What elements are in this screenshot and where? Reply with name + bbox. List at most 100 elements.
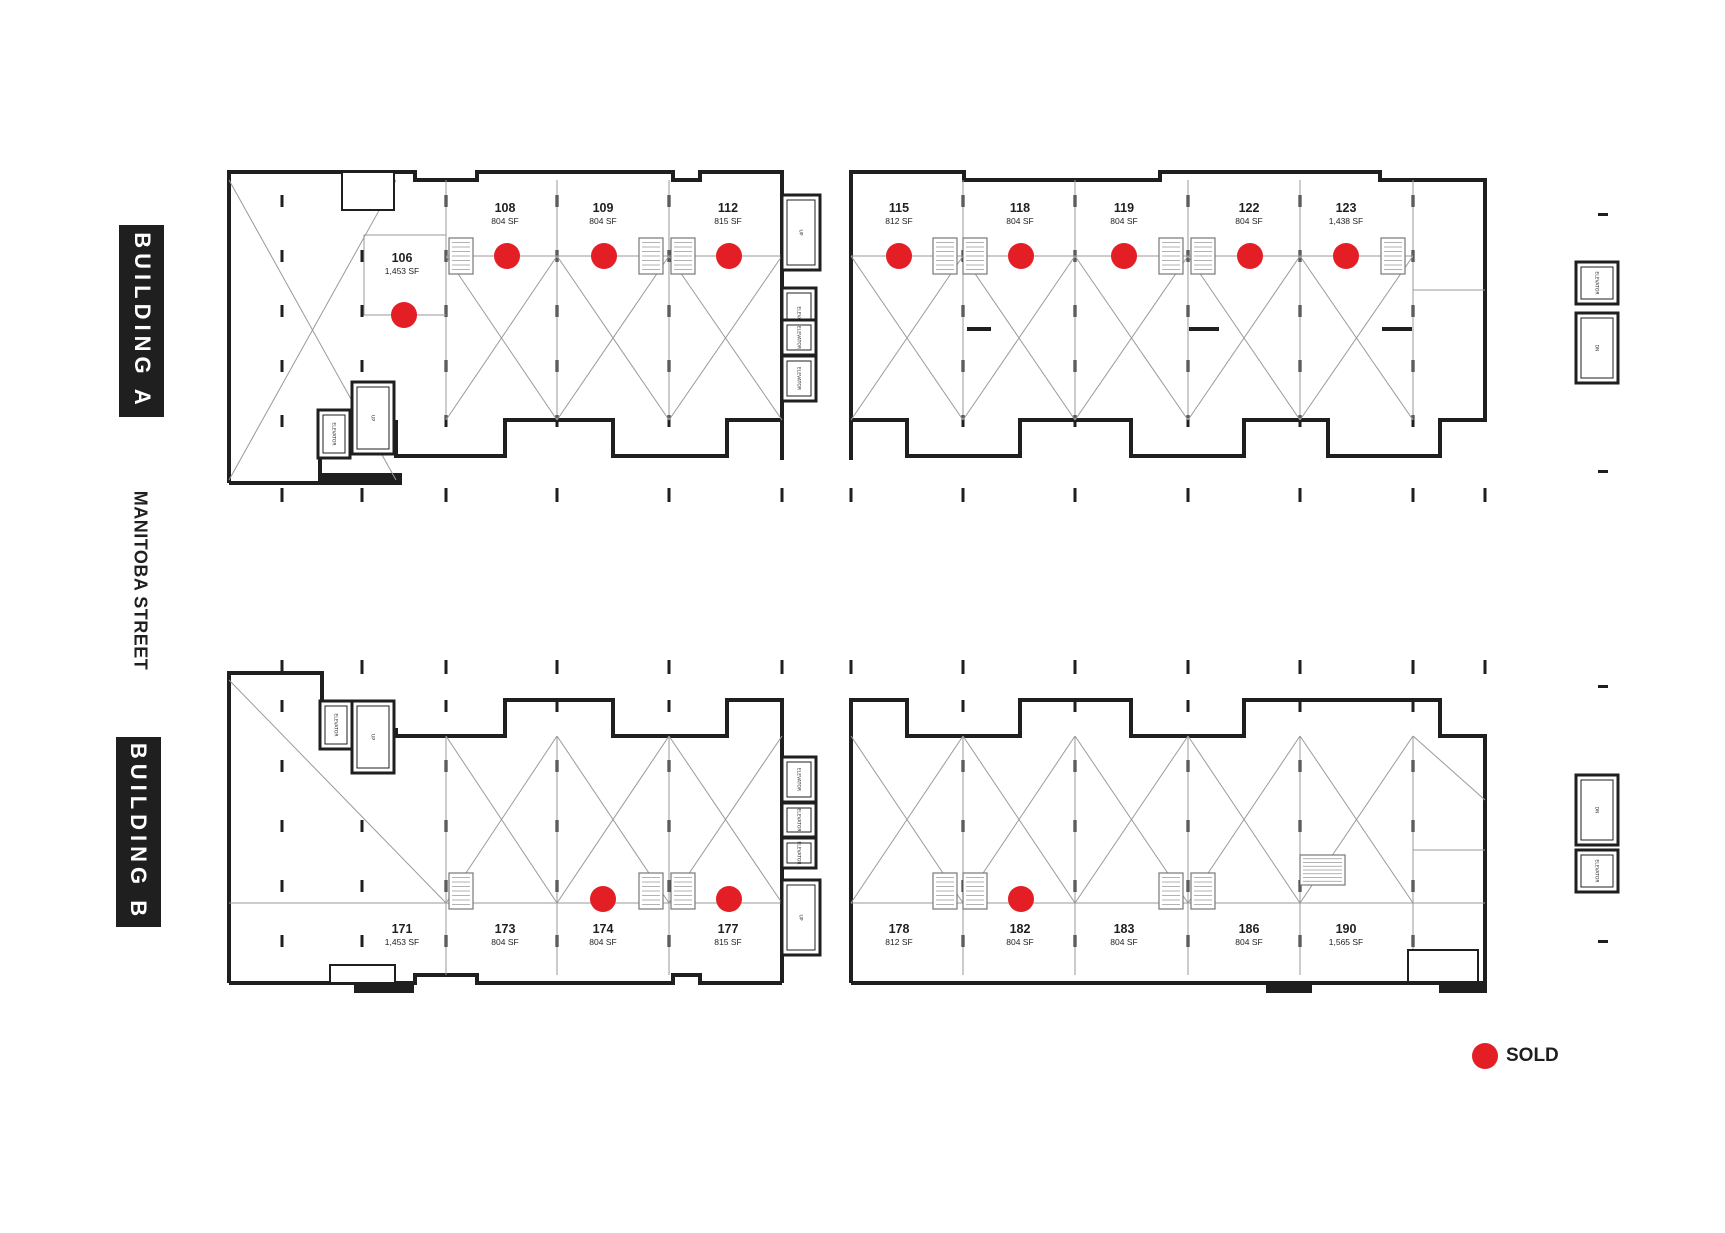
core-b-elev-1	[780, 755, 818, 804]
col-dash-a-9-4	[1186, 415, 1190, 427]
unit-number-106: 106	[392, 251, 413, 265]
diag-b-end-1	[228, 679, 447, 904]
elevator-stair-cores: UPELEVATORELEVATORELEVATORELEVATORELEVAT…	[316, 171, 1620, 984]
unit-number-190: 190	[1336, 922, 1357, 936]
col-dash-mid-11-0	[1411, 488, 1415, 502]
interior-lines	[228, 179, 1486, 975]
col-dash-mid-12-0	[1483, 488, 1487, 502]
core-b-west-elev-inner	[324, 705, 348, 745]
core-a-stair-label: UP	[798, 229, 804, 235]
diag-a-2-2	[668, 255, 783, 421]
core-b-elev-1-label: ELEVATOR	[796, 768, 802, 791]
col-dash-mid-7-1	[961, 660, 965, 674]
col-dash-b-0-4	[280, 935, 284, 947]
unit-number-119: 119	[1114, 201, 1134, 215]
unit-area-122: 804 SF	[1235, 216, 1262, 226]
unit-area-173: 804 SF	[491, 937, 518, 947]
core-a-elev-1-label: ELEVATOR	[796, 306, 802, 329]
unit-area-182: 804 SF	[1006, 937, 1033, 947]
unit-area-174: 804 SF	[589, 937, 616, 947]
core-a-east-elev	[1574, 260, 1620, 306]
unit-number-109: 109	[593, 201, 614, 215]
wall-stub-0	[967, 327, 991, 331]
col-dash-mid-2-0	[444, 488, 448, 502]
col-dash-mid-5-1	[780, 660, 784, 674]
col-dash-mid-7-0	[961, 488, 965, 502]
col-dash-b-2-0	[444, 700, 448, 712]
unit-number-118: 118	[1010, 201, 1030, 215]
stair-106	[341, 171, 395, 211]
col-dash-a-2-4	[444, 415, 448, 427]
core-b-elev-3-inner	[786, 842, 812, 864]
edge-tick-1	[1598, 470, 1608, 473]
edge-tick-3	[1598, 940, 1608, 943]
street-label-wrap: MANITOBA STREET	[70, 480, 210, 680]
unit-area-171: 1,453 SF	[385, 937, 420, 947]
building-b-wall-2	[229, 973, 782, 985]
diag-b-end-2	[1412, 735, 1486, 801]
core-a-stair-inner	[786, 199, 816, 266]
col-dash-b-1-3	[360, 880, 364, 892]
col-dash-mid-5-0	[780, 488, 784, 502]
unit-area-118: 804 SF	[1006, 216, 1033, 226]
sold-dot-118	[1008, 243, 1034, 269]
wall-stub-1	[1189, 327, 1219, 331]
wall-slab-0	[354, 981, 414, 993]
col-dash-mid-2-1	[444, 660, 448, 674]
core-a-west-stair-inner	[356, 386, 390, 450]
diag-a-6-2	[1187, 255, 1301, 421]
col-dash-mid-8-1	[1073, 660, 1077, 674]
col-dash-a-7-4	[961, 415, 965, 427]
building-b-wall-1	[849, 698, 1487, 983]
wall-slab-1	[1266, 981, 1312, 993]
core-a-east-stair	[1574, 311, 1620, 385]
core-b-west-stair-inner	[356, 705, 390, 769]
col-dash-mid-6-0	[849, 488, 853, 502]
building-a-tag: BUILDING A	[119, 225, 164, 417]
core-a-west-stair-label: UP	[370, 415, 376, 421]
core-b-elev-1-inner	[786, 761, 812, 798]
col-dash-mid-10-1	[1298, 660, 1302, 674]
col-dash-a-0-0	[280, 195, 284, 207]
sold-dot-115	[886, 243, 912, 269]
building-b-tag: BUILDING B	[116, 737, 161, 927]
stair-190	[1407, 949, 1479, 983]
diag-a-5-2	[1074, 255, 1189, 421]
col-dash-mid-9-0	[1186, 488, 1190, 502]
sold-dot-123	[1333, 243, 1359, 269]
sold-dot-122	[1237, 243, 1263, 269]
core-b-elev-2-label: ELEVATOR	[796, 808, 802, 831]
unit-number-183: 183	[1114, 922, 1135, 936]
column-grid-dashes	[280, 195, 1608, 947]
sold-legend-dot	[1472, 1043, 1498, 1069]
diag-a-7-2	[1299, 255, 1414, 421]
diag-b-3-2	[850, 735, 964, 904]
col-dash-b-9-0	[1186, 700, 1190, 712]
core-b-stair-inner	[786, 884, 816, 951]
col-dash-b-4-0	[667, 700, 671, 712]
diag-b-1-2	[556, 735, 670, 904]
col-dash-mid-9-1	[1186, 660, 1190, 674]
edge-tick-0	[1598, 213, 1608, 216]
stair-171	[329, 964, 396, 984]
unit-area-119: 804 SF	[1110, 216, 1137, 226]
core-a-stair	[780, 193, 822, 272]
core-b-elev-3-label: ELEVATOR	[796, 841, 802, 864]
col-dash-mid-4-0	[667, 488, 671, 502]
core-a-east-stair-label: DN	[1594, 345, 1600, 352]
col-dash-mid-12-1	[1483, 660, 1487, 674]
unit-number-108: 108	[495, 201, 516, 215]
col-dash-mid-6-1	[849, 660, 853, 674]
col-dash-b-1-4	[360, 935, 364, 947]
core-b-west-stair-label: UP	[370, 734, 376, 740]
core-a-east-elev-inner	[1580, 266, 1614, 300]
col-dash-a-11-4	[1411, 415, 1415, 427]
core-b-east-stair-inner	[1580, 779, 1614, 841]
col-dash-b-0-3	[280, 880, 284, 892]
core-b-east-stair-label: DN	[1594, 807, 1600, 814]
diag-a-1-2	[556, 255, 670, 421]
col-dash-mid-3-1	[555, 660, 559, 674]
unit-area-108: 804 SF	[491, 216, 518, 226]
wall-stub-2	[1382, 327, 1412, 331]
col-dash-a-1-3	[360, 360, 364, 372]
